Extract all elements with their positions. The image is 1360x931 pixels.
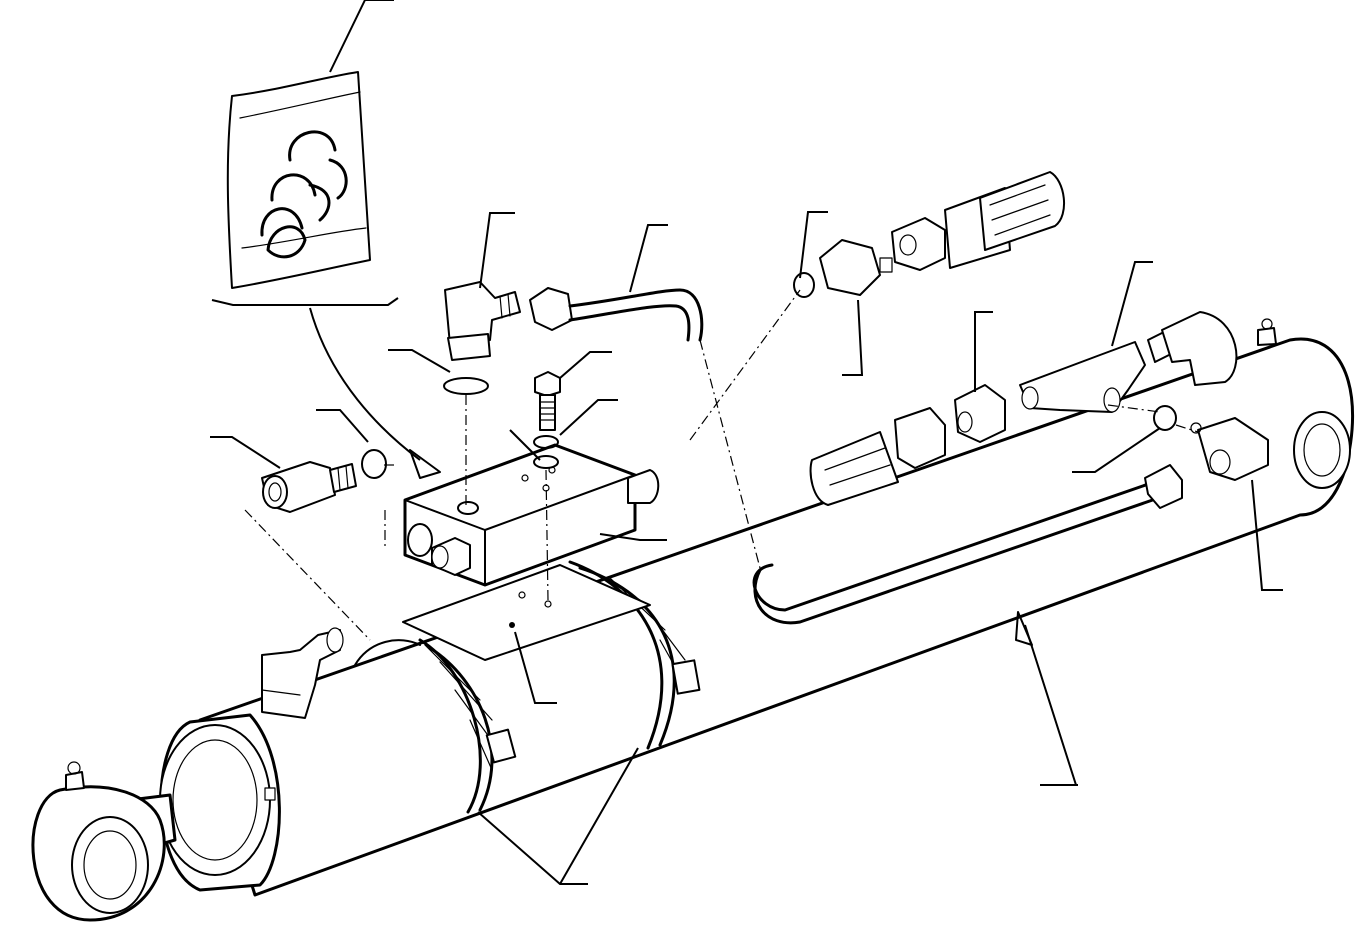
tee-fitting <box>1019 329 1176 413</box>
leader-lines <box>210 0 1283 885</box>
hose-assembly-upper <box>891 171 1066 271</box>
tee-elbow <box>1161 311 1238 386</box>
piston-rod-eye <box>31 761 177 922</box>
valve-block <box>403 443 660 587</box>
block-elbow-fitting <box>444 281 521 361</box>
o-ring-right <box>1153 405 1177 431</box>
clamp-bands <box>354 560 701 814</box>
spring-washer <box>533 455 559 469</box>
o-ring-elbow <box>443 377 489 395</box>
grease-nipple <box>1257 318 1277 346</box>
barrel-elbow-fitting <box>261 627 344 719</box>
straight-fitting <box>261 461 357 513</box>
steel-pipe <box>752 464 1183 625</box>
mounting-plate <box>402 564 651 661</box>
washer <box>533 435 559 449</box>
cylinder-barrel <box>198 337 1355 897</box>
right-elbow-fitting <box>1190 417 1269 481</box>
cylinder-head <box>159 713 281 892</box>
center-lines <box>244 289 1199 641</box>
pipe-connector <box>529 287 704 342</box>
pressure-switch <box>793 239 893 298</box>
bolt <box>534 371 561 431</box>
hose-assembly-lower <box>809 384 1006 506</box>
seal-kit-bag <box>226 71 371 289</box>
o-ring-left <box>361 449 387 479</box>
